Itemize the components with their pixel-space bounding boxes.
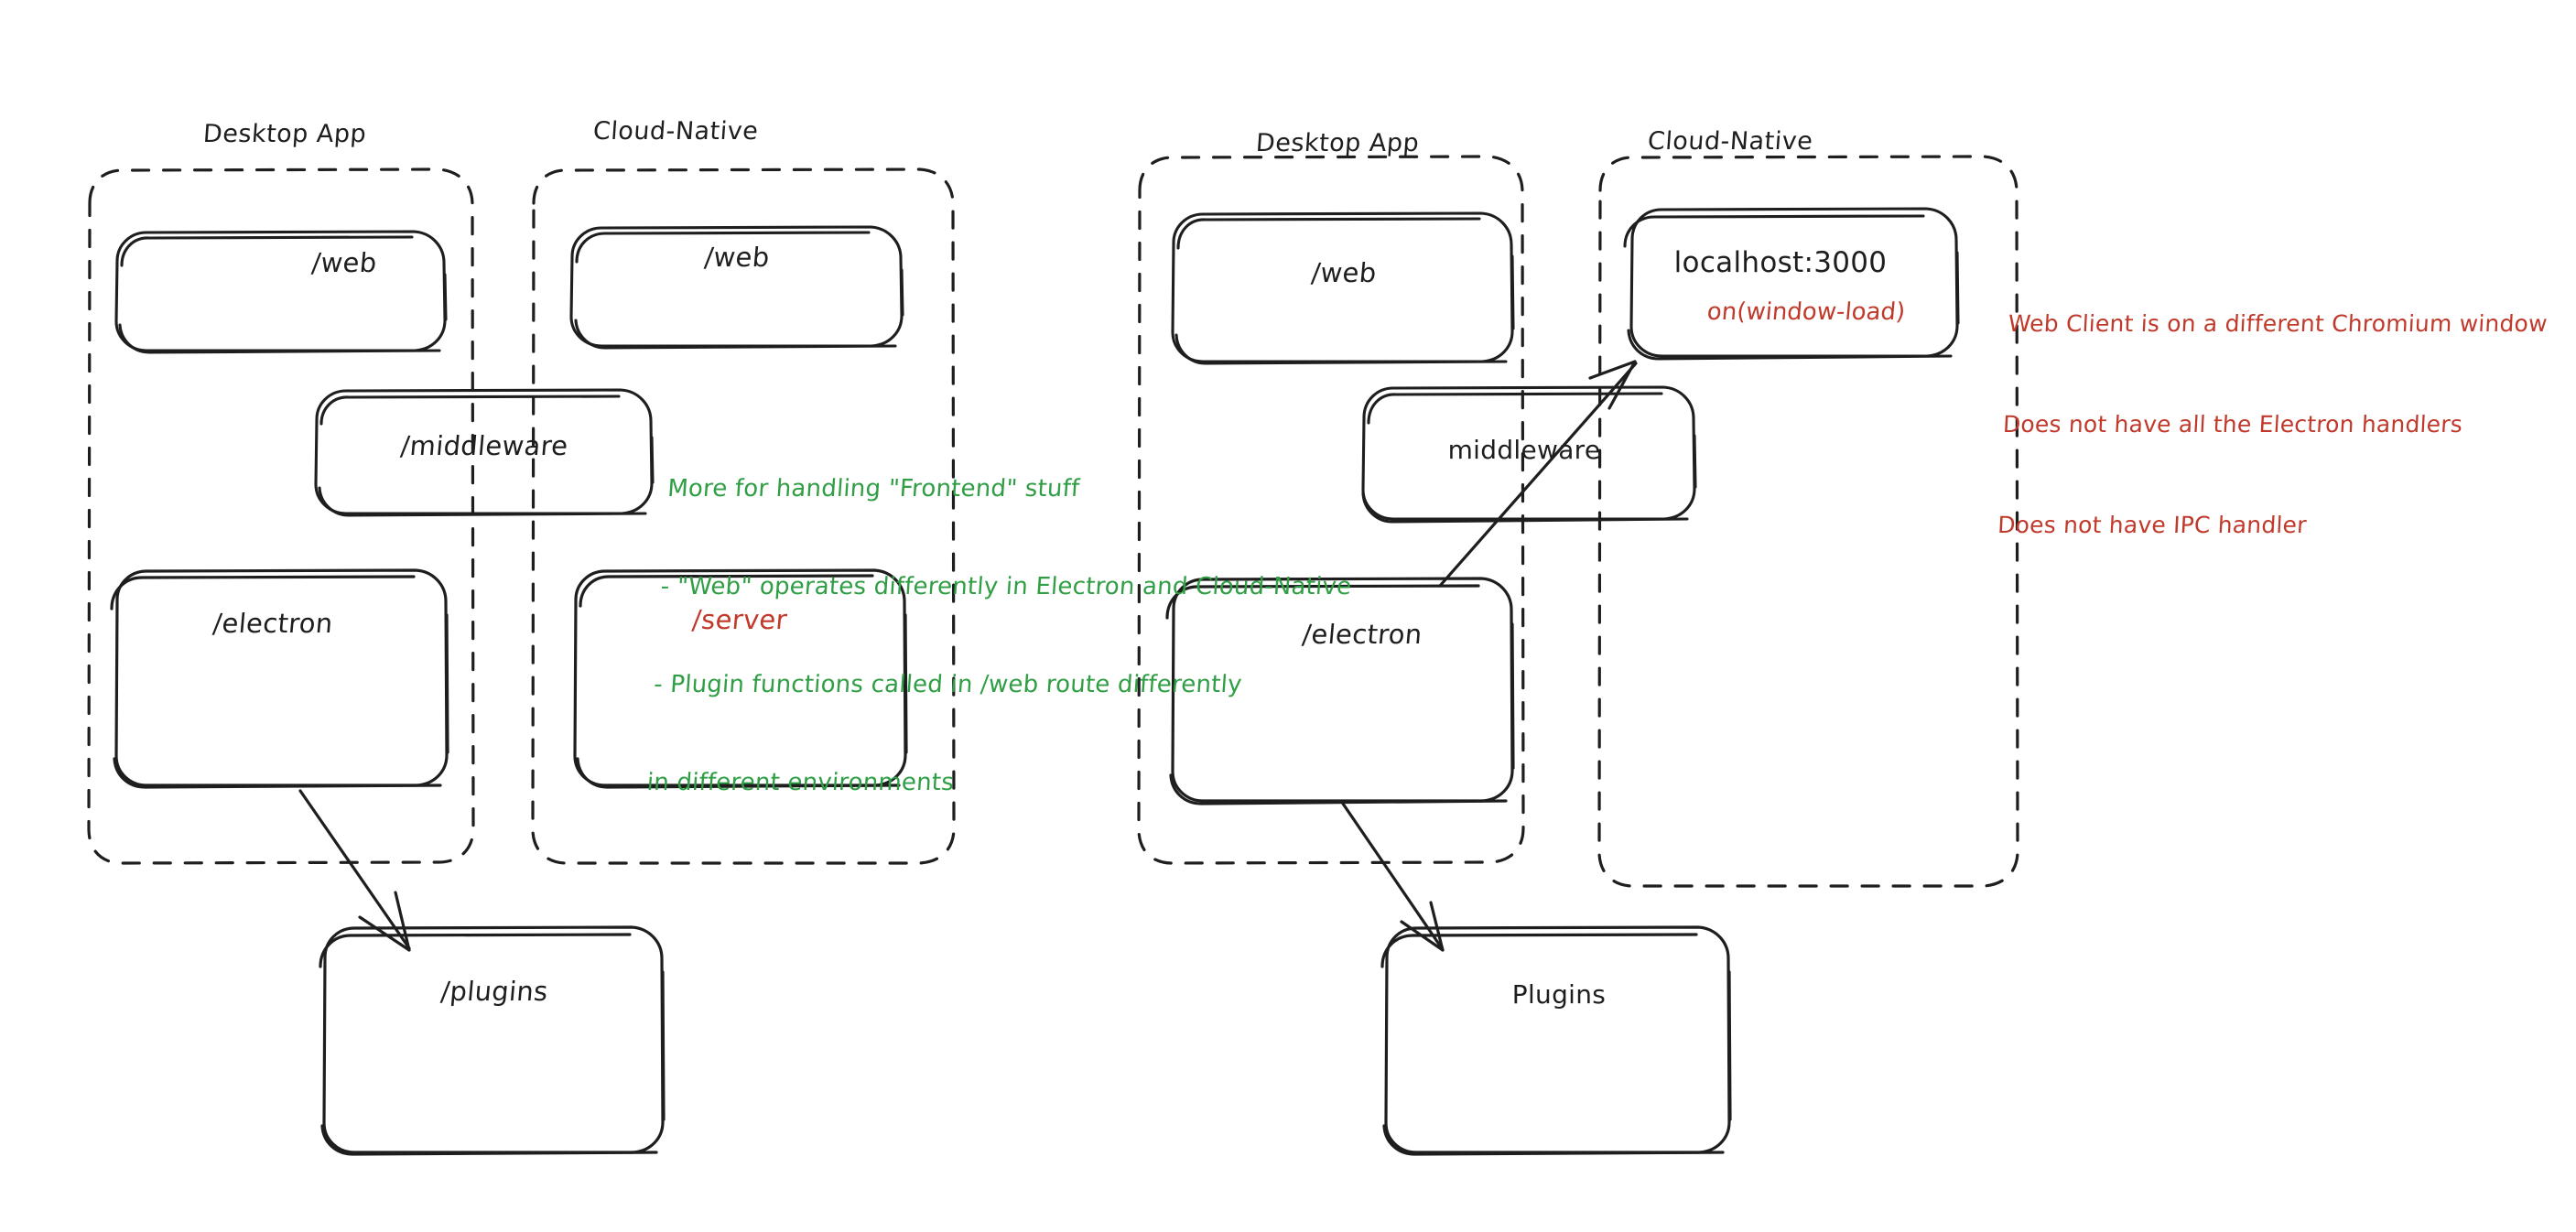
node-label-right-middleware: middleware: [1447, 435, 1601, 465]
group-title-right-cloud: Cloud-Native: [1646, 127, 1814, 156]
node-right-localhost: [1623, 207, 1960, 361]
node-label-left-web-cloud: /web: [703, 242, 772, 273]
annotation-red-line-3: Does not have IPC handler: [1997, 512, 2308, 538]
annotation-green-line-2: - "Web" operates differently in Electron…: [659, 573, 1353, 601]
edge-right-electron-to-plugins: [1341, 802, 1445, 952]
group-left-cloud: [531, 168, 956, 865]
annotation-red-note: Web Client is on a different Chromium wi…: [1993, 240, 2551, 610]
node-label-right-plugins: Plugins: [1511, 979, 1607, 1010]
node-left-plugins: [319, 925, 666, 1156]
group-title-left-desktop: Desktop App: [201, 120, 368, 148]
node-label-right-localhost: localhost:3000: [1673, 246, 1888, 279]
node-right-electron: [1165, 577, 1515, 805]
edge-right-electron-to-localhost: [1438, 360, 1638, 588]
annotation-red-line-1: Web Client is on a different Chromium wi…: [2008, 309, 2549, 337]
node-label-left-electron: /electron: [211, 608, 335, 639]
node-label-right-web: /web: [1310, 257, 1379, 288]
group-title-right-desktop: Desktop App: [1254, 129, 1421, 157]
group-title-left-cloud: Cloud-Native: [591, 117, 760, 146]
node-label-left-web-desktop: /web: [310, 247, 379, 278]
annotation-green-line-3: - Plugin functions called in /web route …: [653, 670, 1243, 698]
node-sublabel-right-localhost-on-window-load: on(window-load): [1705, 298, 1907, 326]
node-right-plugins: [1380, 925, 1732, 1156]
node-left-server: [573, 568, 908, 789]
annotation-green-line-1: More for handling "Frontend" stuff: [666, 475, 1081, 503]
annotation-green-line-4: in different environments: [645, 768, 956, 796]
group-right-desktop: [1137, 155, 1525, 865]
node-label-left-plugins: /plugins: [439, 976, 550, 1007]
node-left-web-cloud: [569, 225, 904, 350]
group-right-cloud: [1597, 155, 2019, 888]
annotation-red-line-2: Does not have all the Electron handlers: [2002, 410, 2463, 438]
node-label-left-middleware: /middleware: [399, 430, 569, 461]
annotation-green-note: More for handling "Frontend" stuff - "We…: [642, 408, 1364, 865]
group-left-desktop: [87, 168, 475, 865]
node-left-middleware: [314, 388, 655, 517]
edge-left-electron-to-plugins: [298, 789, 411, 952]
node-right-web: [1171, 211, 1515, 365]
node-left-electron: [110, 568, 449, 789]
node-left-web-desktop: [114, 230, 448, 354]
node-right-middleware: [1361, 385, 1697, 524]
